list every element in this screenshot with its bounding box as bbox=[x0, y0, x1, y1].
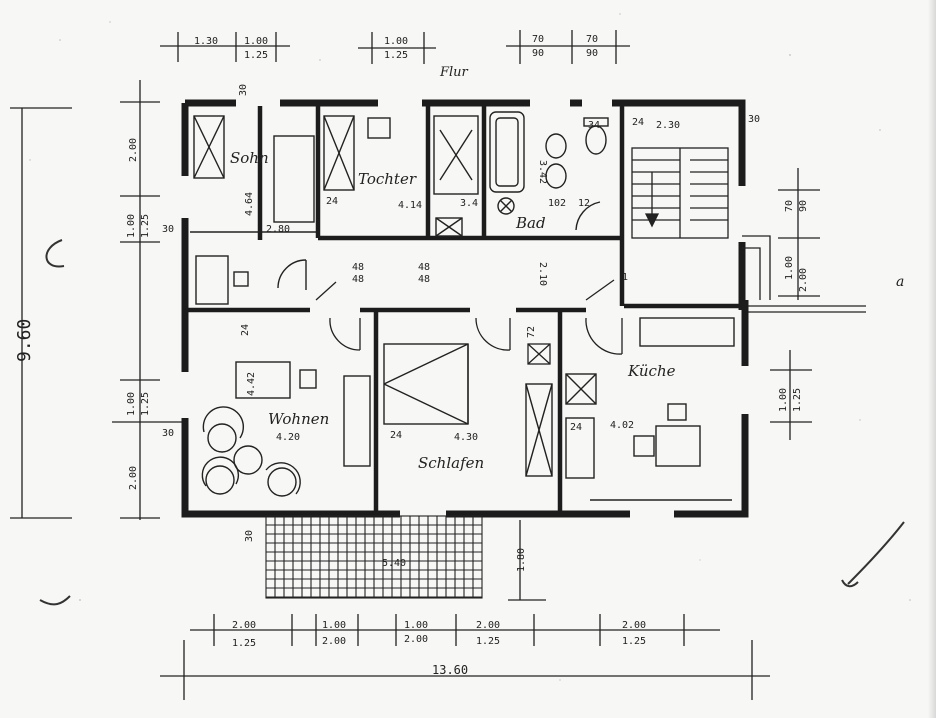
dim-wohnen-width: 4.20 bbox=[276, 432, 300, 443]
room-name-sohn: Sohn bbox=[230, 149, 269, 167]
scan-edge bbox=[928, 0, 936, 718]
top-dim-1: 1.30 bbox=[194, 36, 218, 47]
room-name-tochter: Tochter bbox=[358, 170, 417, 188]
bottom-dim-5-top: 2.00 bbox=[622, 620, 646, 631]
dim-treppe-width: 2.30 bbox=[656, 120, 680, 131]
top-dim-5-top: 70 bbox=[586, 34, 598, 45]
dim-wall-24e: 24 bbox=[570, 422, 582, 433]
dim-wall-102: 102 bbox=[548, 198, 566, 209]
dim-wall-24b: 24 bbox=[632, 117, 644, 128]
top-dimensions: 1.30 1.00 1.25 1.00 1.25 70 90 70 90 bbox=[194, 34, 598, 61]
wall-label-top-left: 30 bbox=[238, 84, 249, 96]
right-dim-2: 1.00 bbox=[784, 256, 795, 280]
wall-label-mid-left: 30 bbox=[162, 224, 174, 235]
interior-walls bbox=[186, 106, 744, 512]
top-dim-5-bot: 90 bbox=[586, 48, 598, 59]
top-dim-2-bot: 1.25 bbox=[244, 50, 268, 61]
bottom-dim-1-top: 2.00 bbox=[232, 620, 256, 631]
left-dim-4: 2.00 bbox=[128, 466, 139, 490]
annotation-marks bbox=[39, 239, 905, 606]
terrace-labels: 5.40 1.80 bbox=[382, 548, 527, 572]
dim-flur-b-top: 48 bbox=[418, 262, 430, 273]
bad-fixtures bbox=[489, 111, 609, 231]
wall-label-lower-left: 30 bbox=[162, 428, 174, 439]
terrace-width: 5.40 bbox=[382, 558, 406, 569]
wall-label-top-right: 30 bbox=[748, 114, 760, 125]
dimension-lines bbox=[10, 30, 820, 700]
left-dim-2-top: 1.00 bbox=[126, 214, 137, 238]
right-dim-1-bot: 90 bbox=[798, 200, 809, 212]
dim-flur-height: 2.10 bbox=[537, 262, 548, 286]
tochter-furniture bbox=[323, 115, 479, 237]
dim-flur-b-bot: 48 bbox=[418, 274, 430, 285]
top-dim-4-bot: 90 bbox=[532, 48, 544, 59]
left-dim-3-top: 1.00 bbox=[126, 392, 137, 416]
dim-flur-a-bot: 48 bbox=[352, 274, 364, 285]
right-dim-4-top: 1.00 bbox=[778, 388, 789, 412]
dim-wall-24c: 24 bbox=[240, 324, 251, 336]
stairwell bbox=[631, 147, 866, 313]
dim-sohn-width: 2.80 bbox=[266, 224, 290, 235]
room-name-wohnen: Wohnen bbox=[268, 410, 329, 428]
margin-mark: a bbox=[896, 274, 904, 290]
bottom-dim-2-top: 1.00 bbox=[322, 620, 346, 631]
top-dim-3-bot: 1.25 bbox=[384, 50, 408, 61]
top-dim-3-top: 1.00 bbox=[384, 36, 408, 47]
bottom-dim-2-bot: 2.00 bbox=[322, 636, 346, 647]
dim-wall-12: 12 bbox=[578, 198, 590, 209]
dim-sohn-height: 4.64 bbox=[244, 192, 255, 216]
dim-schlafen-width: 4.30 bbox=[454, 432, 478, 443]
sohn-furniture bbox=[190, 115, 316, 305]
flur-doors bbox=[315, 279, 623, 365]
right-dimensions: 70 90 1.00 2.00 1.00 1.25 bbox=[778, 200, 809, 412]
dim-bad-height: 3.42 bbox=[537, 160, 548, 184]
room-name-bad: Bad bbox=[515, 214, 546, 232]
bottom-dimensions: 2.00 1.25 1.00 2.00 1.00 2.00 2.00 1.25 … bbox=[232, 620, 646, 677]
wall-thickness-labels: 30 30 30 30 30 bbox=[162, 84, 760, 542]
right-dim-1-top: 70 bbox=[784, 200, 795, 212]
top-dim-4-top: 70 bbox=[532, 34, 544, 45]
dim-kueche-width: 4.02 bbox=[610, 420, 634, 431]
dim-bad-width: 3.4 bbox=[460, 198, 478, 209]
left-dimensions: 9.60 2.00 1.00 1.25 1.00 1.25 2.00 bbox=[14, 138, 151, 490]
paper-specks bbox=[29, 13, 911, 681]
dim-flur-a-top: 48 bbox=[352, 262, 364, 273]
left-dim-2-bot: 1.25 bbox=[140, 214, 151, 238]
terrace bbox=[265, 515, 483, 599]
bottom-dim-total: 13.60 bbox=[432, 663, 468, 677]
wall-label-bottom: 30 bbox=[244, 530, 255, 542]
dim-tochter-width: 4.14 bbox=[398, 200, 422, 211]
bottom-dim-3-top: 1.00 bbox=[404, 620, 428, 631]
dim-wall-1: 1 bbox=[622, 272, 628, 283]
schlafen-furniture bbox=[383, 343, 553, 477]
bottom-dim-4-bot: 1.25 bbox=[476, 636, 500, 647]
window-openings bbox=[180, 99, 750, 519]
dim-wall-24d: 24 bbox=[390, 430, 402, 441]
bottom-dim-4-top: 2.00 bbox=[476, 620, 500, 631]
kueche-furniture bbox=[565, 317, 735, 501]
room-name-schlafen: Schlafen bbox=[418, 454, 484, 472]
room-dimensions: 2.80 4.64 4.14 2.30 4.20 4.42 4.30 4.02 … bbox=[240, 117, 680, 443]
room-name-kueche: Küche bbox=[627, 362, 676, 380]
left-dim-3-bot: 1.25 bbox=[140, 392, 151, 416]
right-dim-4-bot: 1.25 bbox=[792, 388, 803, 412]
room-name-flur: Flur bbox=[439, 65, 469, 80]
dim-wall-72: 72 bbox=[526, 326, 537, 338]
dim-wall-24a: 24 bbox=[326, 196, 338, 207]
wohnen-furniture bbox=[201, 361, 371, 497]
left-dim-1: 2.00 bbox=[128, 138, 139, 162]
left-dim-total: 9.60 bbox=[14, 319, 35, 362]
dim-wohnen-height: 4.42 bbox=[246, 372, 257, 396]
terrace-depth: 1.80 bbox=[516, 548, 527, 572]
bottom-dim-1-bot: 1.25 bbox=[232, 638, 256, 649]
dim-wall-34: 34 bbox=[588, 120, 600, 131]
bottom-dim-3-bot: 2.00 bbox=[404, 634, 428, 645]
room-names: Sohn Tochter Bad Flur Küche Wohnen Schla… bbox=[230, 65, 676, 472]
right-dim-3: 2.00 bbox=[798, 268, 809, 292]
top-dim-2-top: 1.00 bbox=[244, 36, 268, 47]
bottom-dim-5-bot: 1.25 bbox=[622, 636, 646, 647]
